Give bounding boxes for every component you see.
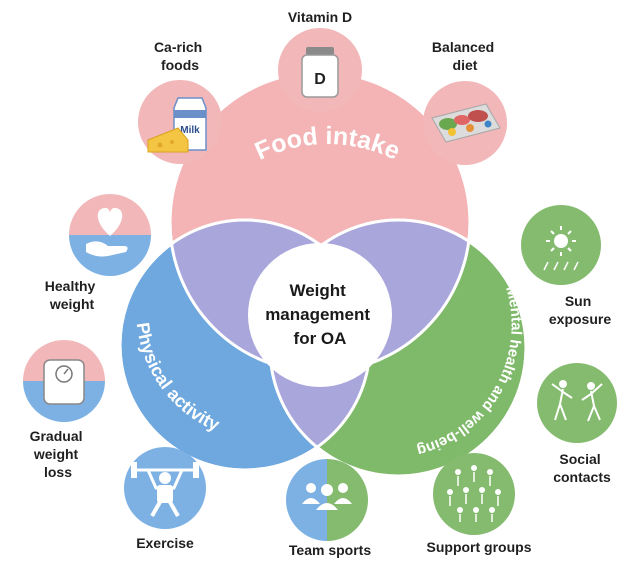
center-title-line2: management [265,305,370,324]
social-contacts-icon-bg [537,363,617,443]
center-title-line3: for OA [294,329,347,348]
heart-hand-icon [86,207,128,257]
support-groups-icon-bg [433,453,515,535]
gradual-weight-loss-item: Gradual weight loss [23,340,105,480]
gradual-loss-label-line2: weight [33,446,79,462]
team-sports-label: Team sports [289,542,371,558]
svg-text:Balanced diet: Balanced diet [432,39,498,73]
people-group-icon [447,465,501,522]
sun-exposure-item: Sun exposure [521,205,611,327]
exercise-item: Exercise [124,447,206,551]
gradual-loss-label-line1: Gradual [30,428,83,444]
healthy-weight-label-line1: Healthy [45,278,96,294]
scale-icon [43,359,85,405]
svg-text:Ca-rich foods: Ca-rich foods [154,39,206,73]
sun-exposure-label-line1: Sun [565,293,591,309]
team-sports-item: Team sports [286,459,371,558]
vitamin-d-item: D Vitamin D [278,9,362,112]
weightlifter-icon [131,462,199,517]
center-title-line1: Weight [289,281,346,300]
social-contacts-item: Social contacts [537,363,617,485]
support-groups-label: Support groups [427,539,532,555]
svg-text:Healthy weight: Healthy weight [45,278,99,312]
supplement-bottle-icon: D [301,47,339,98]
svg-text:Sun exposure: Sun exposure [549,293,611,327]
team-icon [302,483,352,510]
vitamin-d-label: Vitamin D [288,9,352,25]
ca-rich-icon-text: Milk [180,125,200,136]
balanced-diet-label-line1: Balanced [432,39,494,55]
social-contacts-label-line2: contacts [553,469,611,485]
svg-text:Gradual weight los: Gradual weight loss [30,428,87,480]
sun-exposure-label-line2: exposure [549,311,611,327]
balanced-diet-item: Balanced diet [423,39,507,165]
support-groups-item: Support groups [427,453,532,555]
sun-icon [543,226,579,271]
center-circle [248,243,392,387]
dancing-people-icon [551,380,603,422]
svg-text:Weight management for: Weight management for OA [265,281,375,348]
social-contacts-label-line1: Social [559,451,600,467]
exercise-label: Exercise [136,535,194,551]
svg-text:Social contacts: Social contacts [553,451,611,485]
ca-rich-label-line1: Ca-rich [154,39,202,55]
milk-cheese-icon: Milk [147,97,207,153]
gradual-loss-label-line3: loss [44,464,72,480]
balanced-diet-label-line2: diet [453,57,478,73]
vitamin-d-icon-text: D [314,71,326,88]
ca-rich-foods-item: Milk Ca-rich foods [138,39,222,164]
meal-tray-icon [431,103,501,143]
healthy-weight-label-line2: weight [49,296,95,312]
ca-rich-label-line2: foods [161,57,199,73]
